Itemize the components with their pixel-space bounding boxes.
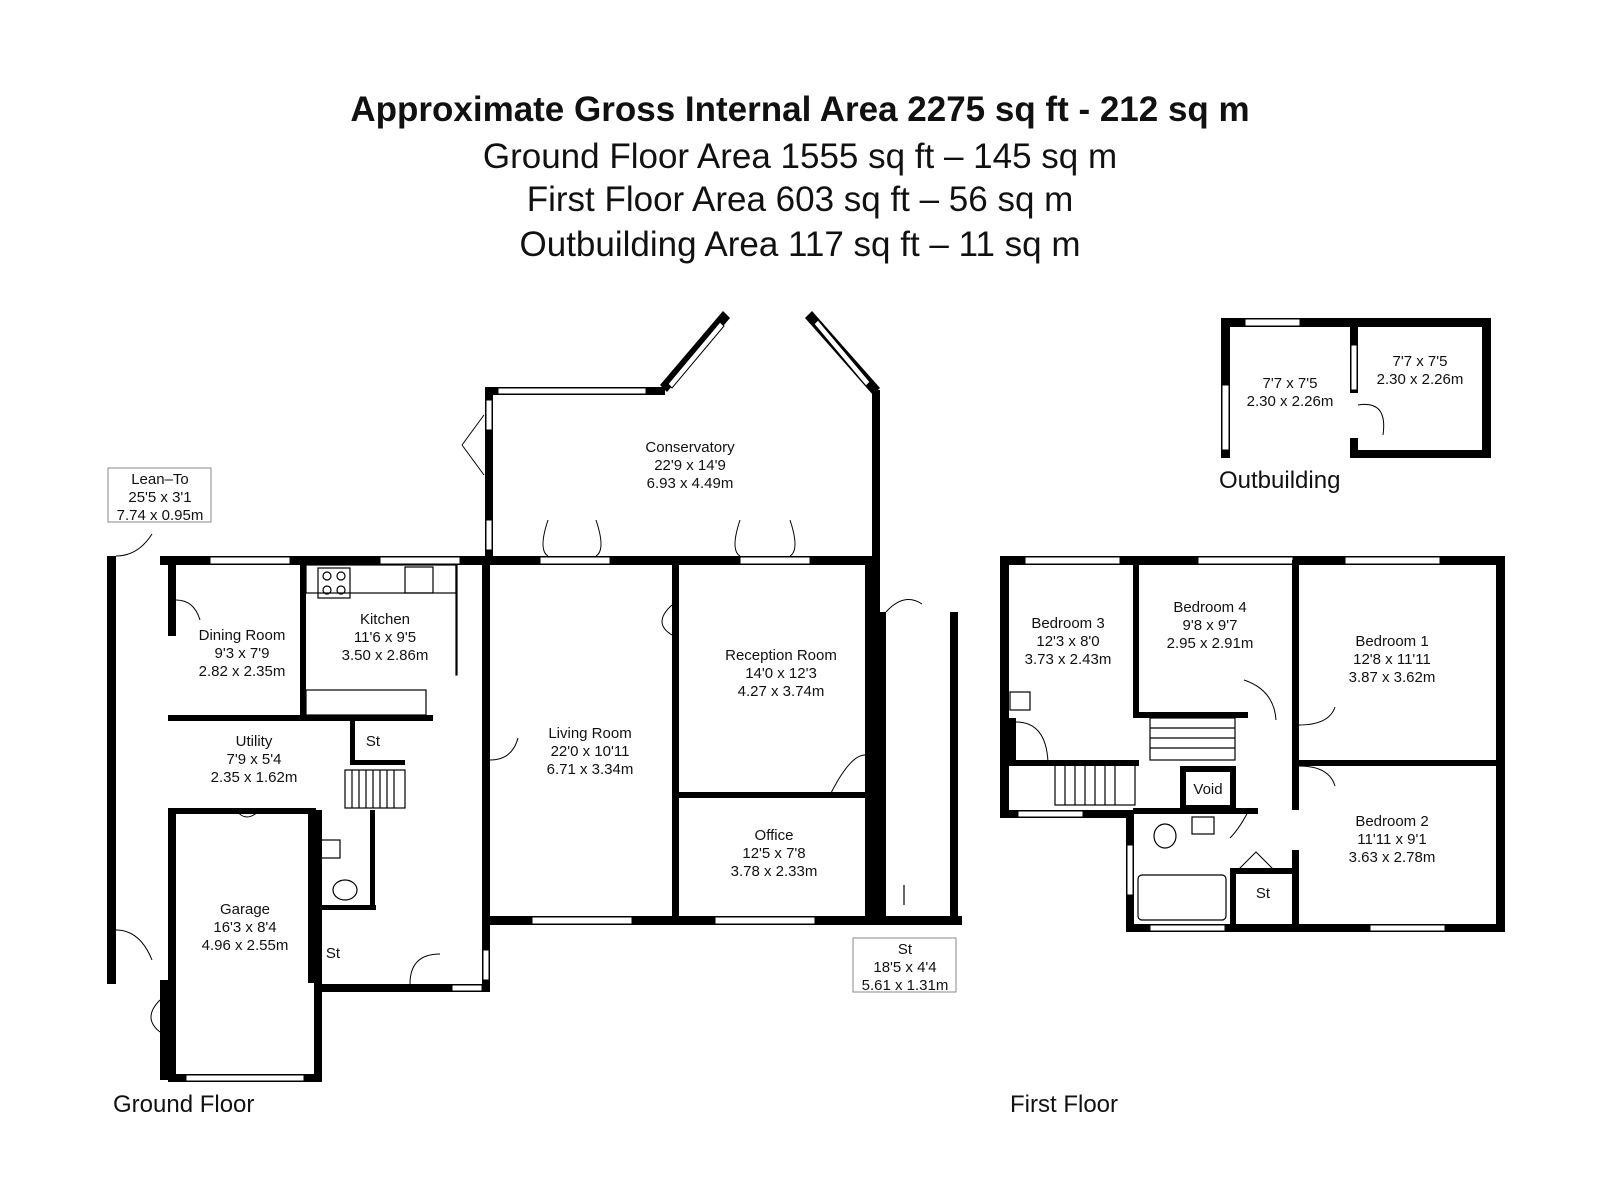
store-first: St bbox=[1256, 885, 1271, 902]
utility-name: Utility bbox=[236, 733, 273, 750]
conservatory-metric: 6.93 x 4.49m bbox=[647, 475, 734, 492]
out-left-metric: 2.30 x 2.26m bbox=[1247, 393, 1334, 410]
kitchen-name: Kitchen bbox=[360, 611, 410, 628]
first-floor-label: First Floor bbox=[1010, 1091, 1118, 1118]
store-ext-name: St bbox=[898, 941, 913, 958]
utility-imperial: 7'9 x 5'4 bbox=[227, 751, 282, 768]
bedroom-4-imperial: 9'8 x 9'7 bbox=[1183, 617, 1238, 634]
bedroom-2-metric: 3.63 x 2.78m bbox=[1349, 849, 1436, 866]
ground-floor-plan bbox=[107, 311, 962, 1082]
store-small-2: St bbox=[326, 945, 341, 962]
out-right-metric: 2.30 x 2.26m bbox=[1377, 371, 1464, 388]
dining-room-name: Dining Room bbox=[199, 627, 286, 644]
office-metric: 3.78 x 2.33m bbox=[731, 863, 818, 880]
reception-room-imperial: 14'0 x 12'3 bbox=[745, 665, 817, 682]
bedroom-2-name: Bedroom 2 bbox=[1355, 813, 1428, 830]
void-label: Void bbox=[1193, 781, 1222, 798]
bedroom-3-name: Bedroom 3 bbox=[1031, 615, 1104, 632]
reception-room-name: Reception Room bbox=[725, 647, 837, 664]
outbuilding-label: Outbuilding bbox=[1219, 467, 1340, 494]
store-ext-imperial: 18'5 x 4'4 bbox=[873, 959, 936, 976]
store-small-1: St bbox=[366, 733, 381, 750]
bedroom-1-imperial: 12'8 x 11'11 bbox=[1353, 651, 1431, 668]
utility-metric: 2.35 x 1.62m bbox=[211, 769, 298, 786]
bedroom-3-metric: 3.73 x 2.43m bbox=[1025, 651, 1112, 668]
office-imperial: 12'5 x 7'8 bbox=[742, 845, 805, 862]
first-floor-plan bbox=[1000, 556, 1505, 932]
living-room-name: Living Room bbox=[548, 725, 631, 742]
bedroom-4-metric: 2.95 x 2.91m bbox=[1167, 635, 1254, 652]
lean-to-name: Lean–To bbox=[131, 471, 189, 488]
lean-to-metric: 7.74 x 0.95m bbox=[117, 507, 204, 524]
lean-to-label-box bbox=[107, 467, 212, 523]
living-room-imperial: 22'0 x 10'11 bbox=[551, 743, 630, 760]
conservatory-imperial: 22'9 x 14'9 bbox=[654, 457, 726, 474]
store-ext-metric: 5.61 x 1.31m bbox=[862, 977, 949, 994]
reception-room-metric: 4.27 x 3.74m bbox=[738, 683, 825, 700]
first-floor-area: First Floor Area 603 sq ft – 56 sq m bbox=[526, 180, 1074, 219]
kitchen-metric: 3.50 x 2.86m bbox=[342, 647, 429, 664]
bedroom-3-imperial: 12'3 x 8'0 bbox=[1036, 633, 1099, 650]
dining-room-metric: 2.82 x 2.35m bbox=[199, 663, 286, 680]
out-right-imperial: 7'7 x 7'5 bbox=[1393, 353, 1448, 370]
garage-name: Garage bbox=[220, 901, 270, 918]
living-room-metric: 6.71 x 3.34m bbox=[547, 761, 634, 778]
lean-to-imperial: 25'5 x 3'1 bbox=[128, 489, 191, 506]
office-name: Office bbox=[755, 827, 794, 844]
bedroom-1-name: Bedroom 1 bbox=[1355, 633, 1428, 650]
kitchen-imperial: 11'6 x 9'5 bbox=[354, 629, 416, 646]
garage-imperial: 16'3 x 8'4 bbox=[213, 919, 276, 936]
ground-floor-area: Ground Floor Area 1555 sq ft – 145 sq m bbox=[482, 137, 1118, 176]
store-label-box bbox=[852, 937, 957, 993]
bedroom-1-metric: 3.87 x 3.62m bbox=[1349, 669, 1436, 686]
dining-room-imperial: 9'3 x 7'9 bbox=[215, 645, 270, 662]
bedroom-4-name: Bedroom 4 bbox=[1173, 599, 1246, 616]
bedroom-2-imperial: 11'11 x 9'1 bbox=[1357, 831, 1426, 848]
ground-floor-label: Ground Floor bbox=[113, 1091, 254, 1118]
outbuilding-area: Outbuilding Area 117 sq ft – 11 sq m bbox=[519, 225, 1081, 264]
conservatory-name: Conservatory bbox=[645, 439, 735, 456]
out-left-imperial: 7'7 x 7'5 bbox=[1263, 375, 1318, 392]
total-area-title: Approximate Gross Internal Area 2275 sq … bbox=[350, 90, 1250, 129]
garage-metric: 4.96 x 2.55m bbox=[202, 937, 289, 954]
outbuilding-plan bbox=[1221, 318, 1491, 458]
